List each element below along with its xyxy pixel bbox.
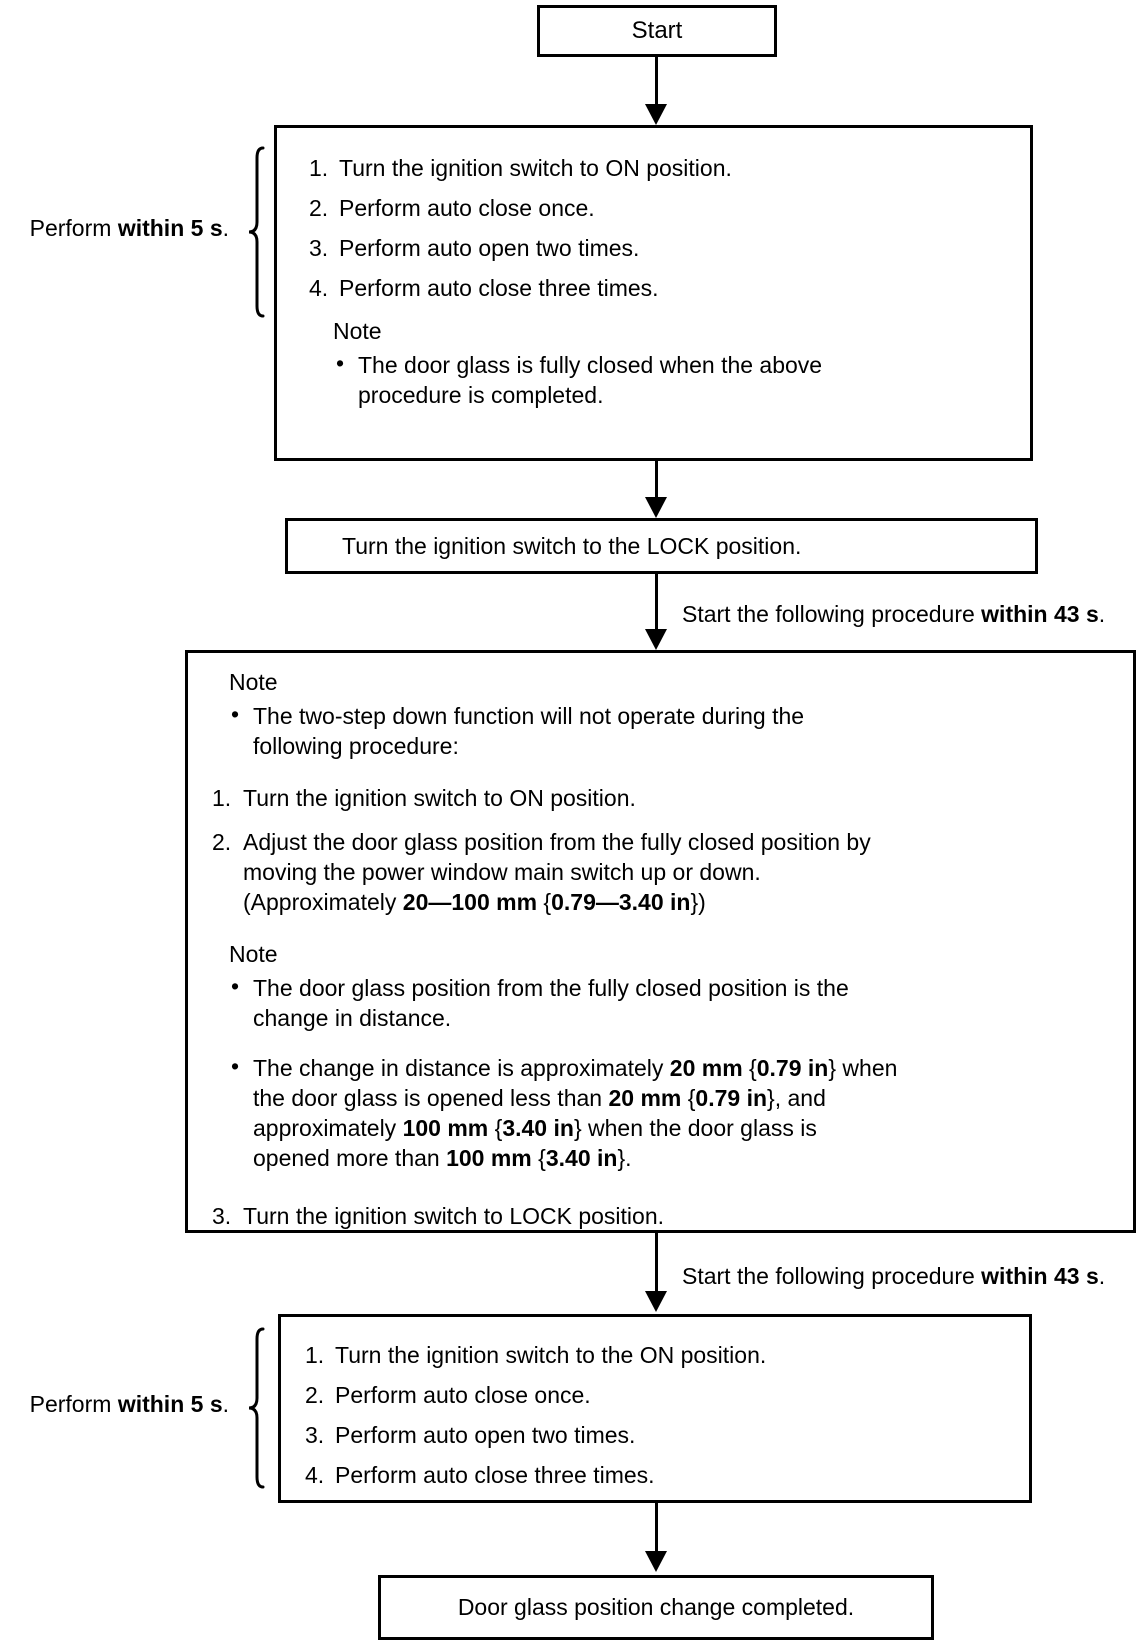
bullet-icon [336, 350, 358, 410]
connector-line [655, 574, 658, 630]
end-label: Door glass position change completed. [457, 1594, 855, 1620]
note-title: Note [229, 941, 278, 967]
item-line: moving the power window main switch up o… [243, 859, 761, 885]
note-text: The two-step down function will not oper… [253, 701, 804, 761]
connector-line [655, 1233, 658, 1291]
bullet-icon [231, 973, 253, 1033]
note-text: The door glass is fully closed when the … [358, 350, 822, 410]
item-text: Perform auto open two times. [339, 234, 640, 261]
lock-switch-node: Turn the ignition switch to the LOCK pos… [285, 518, 1038, 574]
connector-line [655, 57, 658, 105]
item-number: 3. [305, 1421, 325, 1448]
start-label: Start [631, 17, 683, 44]
arrow-down-icon [645, 104, 667, 125]
bullet-icon [231, 1053, 253, 1173]
list-item: 1. Turn the ignition switch to ON positi… [212, 783, 1113, 813]
note-bullet: The two-step down function will not oper… [231, 701, 1113, 761]
connector-line [655, 1503, 658, 1552]
note-title: Note [333, 318, 382, 344]
note-line: The door glass position from the fully c… [253, 975, 849, 1001]
item-text: Perform auto close once. [335, 1381, 591, 1408]
list-item: 3. Perform auto open two times. [305, 1415, 1011, 1455]
list-item: 2. Perform auto close once. [309, 188, 1012, 228]
note-text: The door glass position from the fully c… [253, 973, 849, 1033]
item-text: Turn the ignition switch to ON position. [243, 785, 636, 811]
note-line: procedure is completed. [358, 382, 604, 408]
note-line: following procedure: [253, 733, 459, 759]
list-item: 3. Perform auto open two times. [309, 228, 1012, 268]
curly-brace-icon [248, 146, 265, 318]
list-item: 3. Turn the ignition switch to LOCK posi… [212, 1201, 1113, 1231]
start-node: Start [537, 5, 777, 57]
list-item: 4. Perform auto close three times. [309, 268, 1012, 308]
item-number: 1. [212, 785, 232, 811]
timing-annotation: Start the following procedure within 43 … [682, 601, 1106, 627]
note-line: change in distance. [253, 1005, 452, 1031]
item-number: 2. [212, 829, 232, 855]
lock-switch-text: Turn the ignition switch to the LOCK pos… [342, 532, 802, 559]
arrow-down-icon [645, 629, 667, 650]
note-line: the door glass is opened less than 20 mm… [253, 1085, 826, 1111]
second-procedure-node: 1. Turn the ignition switch to the ON po… [278, 1314, 1032, 1503]
note-bullet: The door glass position from the fully c… [231, 973, 1113, 1033]
bullet-icon [231, 701, 253, 761]
end-node: Door glass position change completed. [378, 1575, 934, 1640]
list-item: 1. Turn the ignition switch to the ON po… [305, 1335, 1011, 1375]
item-number: 1. [309, 154, 329, 181]
item-line: (Approximately 20—100 mm {0.79—3.40 in}) [243, 889, 706, 915]
item-number: 1. [305, 1341, 325, 1368]
note-line: The two-step down function will not oper… [253, 703, 805, 729]
arrow-down-icon [645, 1291, 667, 1312]
note-line: The change in distance is approximately … [253, 1055, 898, 1081]
item-number: 3. [309, 234, 329, 261]
note-block: Note The door glass is fully closed when… [333, 318, 1012, 410]
item-text: Perform auto close three times. [335, 1461, 655, 1488]
list-item: 1. Turn the ignition switch to ON positi… [309, 148, 1012, 188]
first-procedure-node: 1. Turn the ignition switch to ON positi… [274, 125, 1033, 461]
note-bullet: The change in distance is approximately … [231, 1053, 1113, 1173]
connector-line [655, 461, 658, 498]
perform-within-5s-label: Perform within 5 s. [29, 215, 229, 241]
item-text: Turn the ignition switch to the ON posit… [335, 1341, 767, 1368]
arrow-down-icon [645, 1551, 667, 1572]
item-text: Adjust the door glass position from the … [243, 827, 871, 917]
item-text: Turn the ignition switch to ON position. [339, 154, 732, 181]
perform-within-5s-label: Perform within 5 s. [29, 1391, 229, 1417]
note-line: opened more than 100 mm {3.40 in}. [253, 1145, 632, 1171]
item-number: 2. [309, 194, 329, 221]
note-bullet: The door glass is fully closed when the … [336, 350, 1012, 410]
note-line: approximately 100 mm {3.40 in} when the … [253, 1115, 817, 1141]
list-item: 4. Perform auto close three times. [305, 1455, 1011, 1495]
note-line: The door glass is fully closed when the … [358, 352, 823, 378]
item-line: Adjust the door glass position from the … [243, 829, 871, 855]
adjust-procedure-node: Note The two-step down function will not… [185, 650, 1136, 1233]
item-number: 3. [212, 1203, 232, 1229]
item-number: 4. [309, 274, 329, 301]
note-title: Note [229, 669, 278, 695]
item-text: Turn the ignition switch to LOCK positio… [243, 1203, 665, 1229]
item-number: 4. [305, 1461, 325, 1488]
curly-brace-icon [248, 1327, 265, 1489]
item-text: Perform auto close once. [339, 194, 595, 221]
timing-annotation: Start the following procedure within 43 … [682, 1263, 1106, 1289]
note-text: The change in distance is approximately … [253, 1053, 897, 1173]
item-text: Perform auto close three times. [339, 274, 659, 301]
list-item: 2. Perform auto close once. [305, 1375, 1011, 1415]
arrow-down-icon [645, 497, 667, 518]
item-text: Perform auto open two times. [335, 1421, 636, 1448]
item-number: 2. [305, 1381, 325, 1408]
list-item: 2. Adjust the door glass position from t… [212, 827, 1113, 917]
